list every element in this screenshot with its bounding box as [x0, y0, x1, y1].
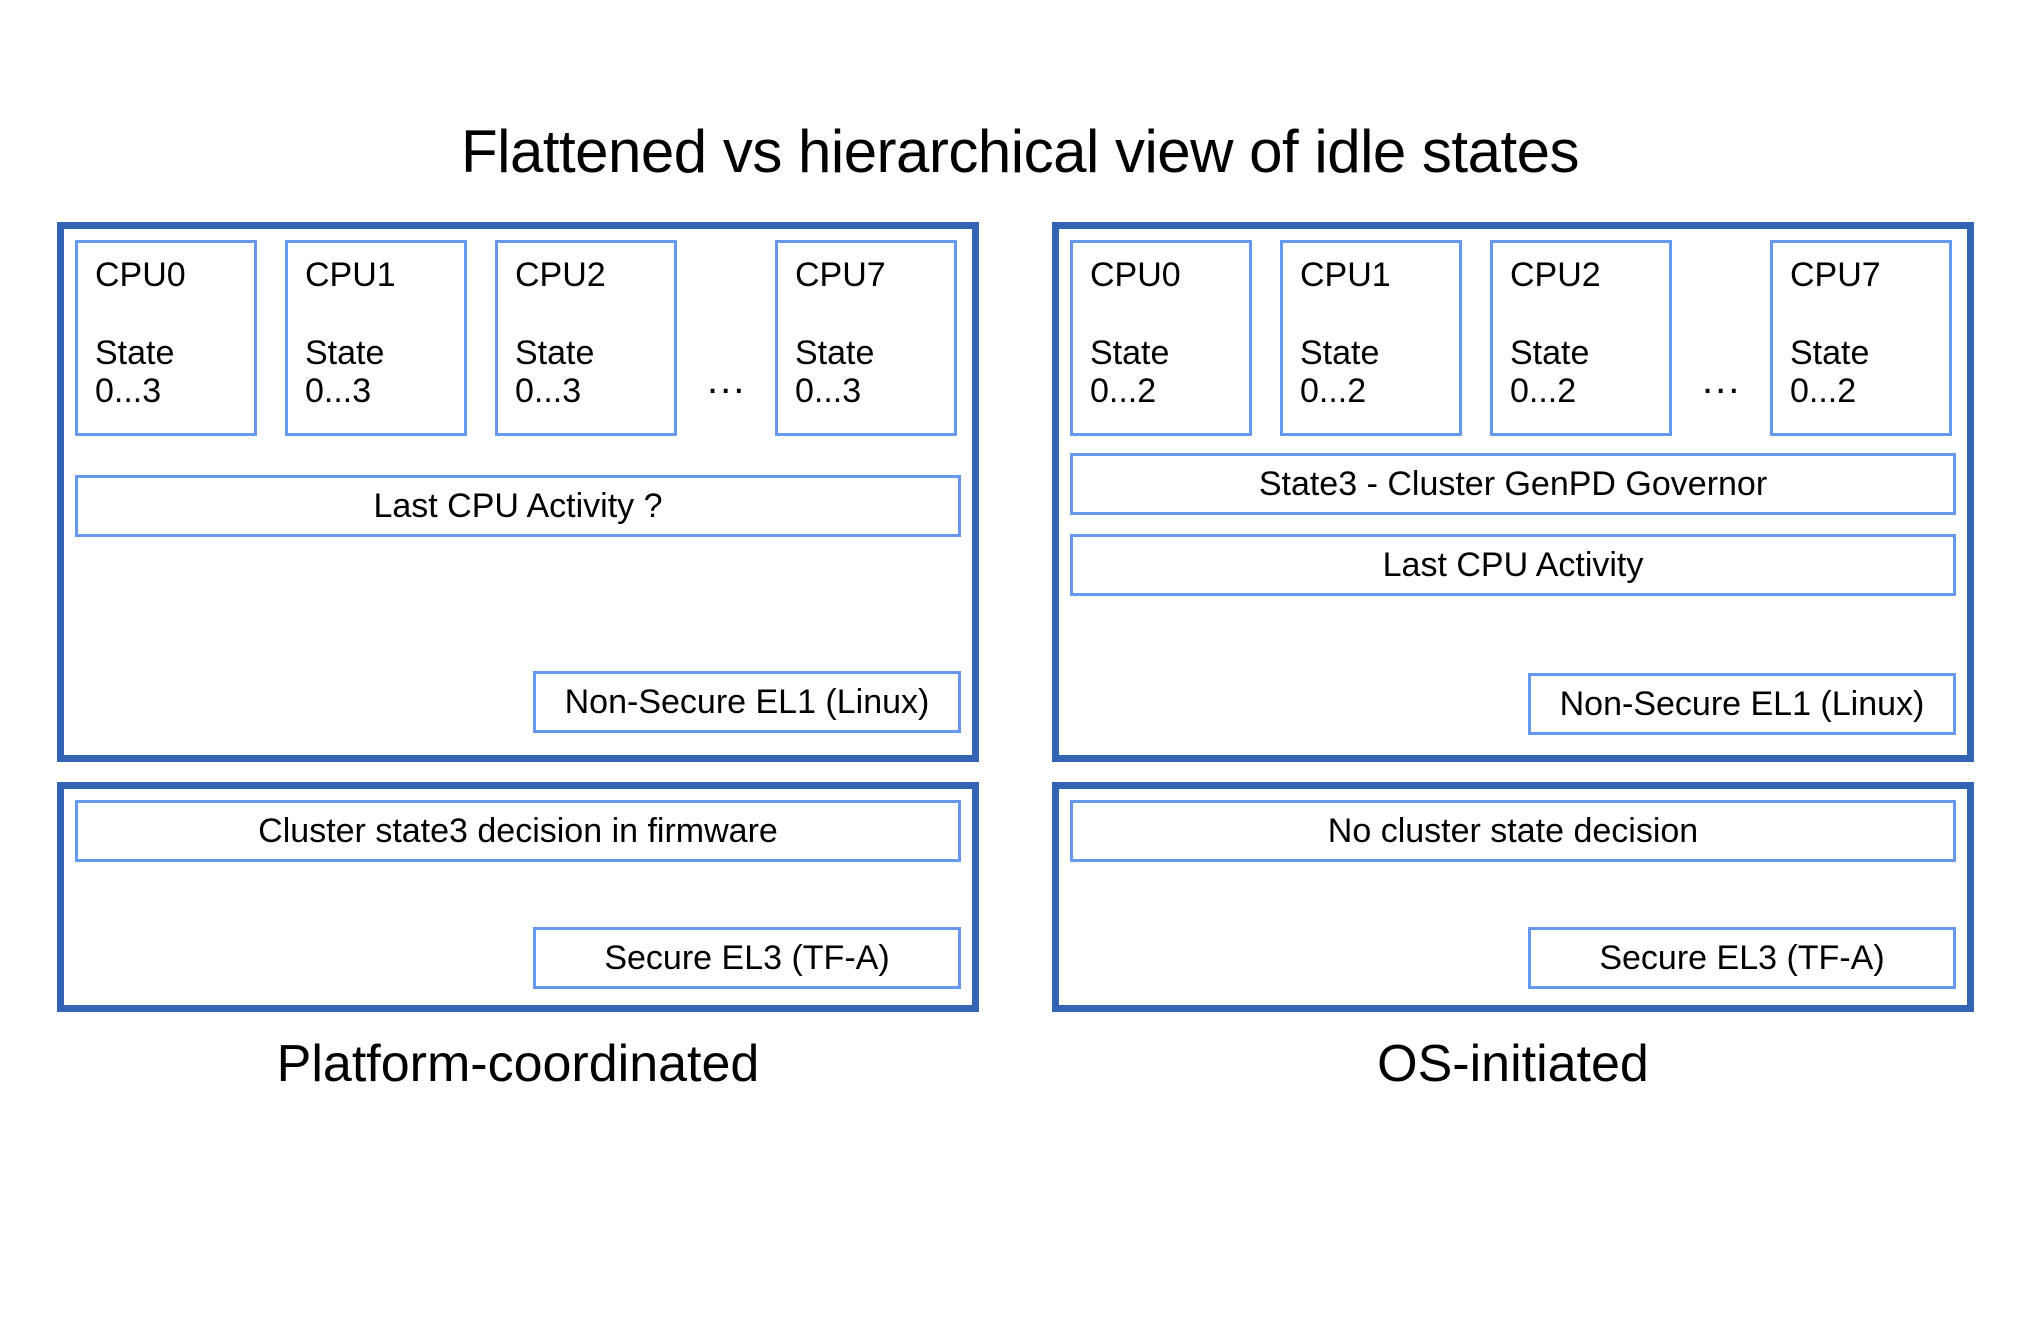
- caption-os-initiated: OS-initiated: [1377, 1035, 1649, 1093]
- cpu-label: CPU2: [1510, 256, 1601, 294]
- bar-state3-cluster-genpd-governor: State3 - Cluster GenPD Governor: [1070, 453, 1956, 515]
- page-title: Flattened vs hierarchical view of idle s…: [460, 118, 1580, 185]
- bar-cluster-state-decision: No cluster state decision: [1070, 800, 1956, 862]
- cpu-ellipsis: ...: [1702, 358, 1742, 402]
- cpu-state-range: State 0...3: [795, 334, 875, 411]
- cpu-box-cpu7: CPU7 State 0...2: [1770, 240, 1952, 436]
- cpu-box-cpu7: CPU7 State 0...3: [775, 240, 957, 436]
- cpu-box-cpu1: CPU1 State 0...2: [1280, 240, 1462, 436]
- cpu-box-cpu1: CPU1 State 0...3: [285, 240, 467, 436]
- firmware-panel-platform-coordinated: Cluster state3 decision in firmware Secu…: [57, 782, 979, 1012]
- cpu-box-cpu0: CPU0 State 0...3: [75, 240, 257, 436]
- os-panel-os-initiated: CPU0 State 0...2 CPU1 State 0...2 CPU2 S…: [1052, 222, 1974, 762]
- cpu-label: CPU7: [795, 256, 886, 294]
- cpu-label: CPU0: [95, 256, 186, 294]
- cpu-state-range: State 0...2: [1300, 334, 1380, 411]
- cpu-box-cpu0: CPU0 State 0...2: [1070, 240, 1252, 436]
- cpu-row-platform-coordinated: CPU0 State 0...3 CPU1 State 0...3 CPU2 S…: [75, 240, 972, 436]
- cpu-box-cpu2: CPU2 State 0...3: [495, 240, 677, 436]
- cpu-box-cpu2: CPU2 State 0...2: [1490, 240, 1672, 436]
- cpu-label: CPU1: [1300, 256, 1391, 294]
- cpu-label: CPU7: [1790, 256, 1881, 294]
- cpu-row-os-initiated: CPU0 State 0...2 CPU1 State 0...2 CPU2 S…: [1070, 240, 1967, 436]
- column-platform-coordinated: CPU0 State 0...3 CPU1 State 0...3 CPU2 S…: [57, 222, 979, 1012]
- cpu-state-range: State 0...3: [305, 334, 385, 411]
- cpu-label: CPU2: [515, 256, 606, 294]
- bar-cluster-state-decision: Cluster state3 decision in firmware: [75, 800, 961, 862]
- cpu-ellipsis: ...: [707, 358, 747, 402]
- cpu-state-range: State 0...2: [1090, 334, 1170, 411]
- caption-platform-coordinated: Platform-coordinated: [276, 1035, 760, 1093]
- cpu-state-range: State 0...3: [515, 334, 595, 411]
- badge-secure-el3: Secure EL3 (TF-A): [533, 927, 961, 989]
- bar-last-cpu-activity: Last CPU Activity ?: [75, 475, 961, 537]
- badge-secure-el3: Secure EL3 (TF-A): [1528, 927, 1956, 989]
- column-os-initiated: CPU0 State 0...2 CPU1 State 0...2 CPU2 S…: [1052, 222, 1974, 1012]
- cpu-state-range: State 0...2: [1790, 334, 1870, 411]
- cpu-label: CPU0: [1090, 256, 1181, 294]
- badge-non-secure-el1: Non-Secure EL1 (Linux): [533, 671, 961, 733]
- bar-last-cpu-activity: Last CPU Activity: [1070, 534, 1956, 596]
- firmware-panel-os-initiated: No cluster state decision Secure EL3 (TF…: [1052, 782, 1974, 1012]
- cpu-state-range: State 0...3: [95, 334, 175, 411]
- os-panel-platform-coordinated: CPU0 State 0...3 CPU1 State 0...3 CPU2 S…: [57, 222, 979, 762]
- cpu-label: CPU1: [305, 256, 396, 294]
- badge-non-secure-el1: Non-Secure EL1 (Linux): [1528, 673, 1956, 735]
- cpu-state-range: State 0...2: [1510, 334, 1590, 411]
